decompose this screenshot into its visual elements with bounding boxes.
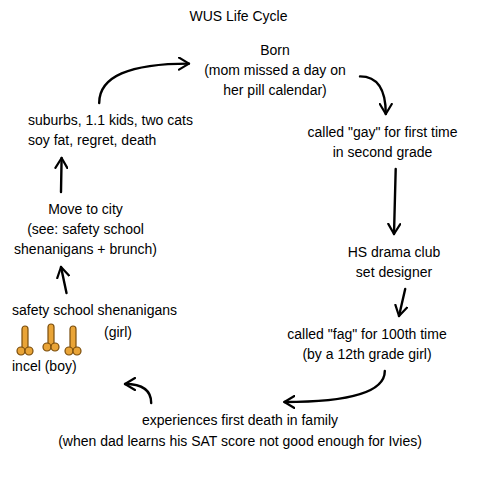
label-text: called "fag" for 100th time (by a 12th g…: [282, 324, 452, 364]
label-text: HS drama club set designer: [342, 242, 446, 282]
label-text: (see: safety school shenanigans + brunch…: [8, 219, 163, 259]
label-text: (when dad learns his SAT score not good …: [22, 431, 458, 452]
stage-label: experiences first death in family(when d…: [18, 408, 462, 454]
stage-label: called "fag" for 100th time (by a 12th g…: [278, 322, 456, 366]
stage-label: called "gay" for first time in second gr…: [300, 120, 465, 164]
stage-label: suburbs, 1.1 kids, two cats soy fat, reg…: [24, 108, 212, 152]
orange-doodles: [16, 320, 88, 362]
label-text: (mom missed a day on her pill calendar): [200, 60, 350, 100]
stage-label: Move to city(see: safety school shenanig…: [4, 197, 167, 261]
stage-label: safety school shenanigans(girl) incel (bo…: [8, 298, 203, 378]
cycle-arrow: [399, 289, 405, 316]
cycle-arrow: [61, 267, 67, 293]
stage-label: HS drama club set designer: [338, 240, 450, 284]
stage-label: Born(mom missed a day on her pill calend…: [195, 38, 355, 102]
label-text: Born: [199, 40, 351, 60]
cycle-arrow: [125, 384, 151, 403]
cycle-arrow: [284, 371, 384, 402]
diagram-title: WUS Life Cycle: [0, 6, 477, 26]
label-text: incel (boy): [12, 356, 199, 376]
label-text: Move to city: [8, 199, 163, 219]
label-text: experiences first death in family: [22, 410, 458, 431]
cycle-arrow: [360, 76, 386, 114]
cycle-arrow: [60, 158, 63, 192]
label-text: suburbs, 1.1 kids, two cats soy fat, reg…: [28, 110, 208, 150]
cycle-arrow: [394, 169, 396, 234]
label-text: safety school shenanigans: [12, 300, 199, 320]
label-text: called "gay" for first time in second gr…: [304, 122, 461, 162]
label-text: (girl): [104, 322, 199, 342]
cycle-arrow: [99, 64, 189, 103]
